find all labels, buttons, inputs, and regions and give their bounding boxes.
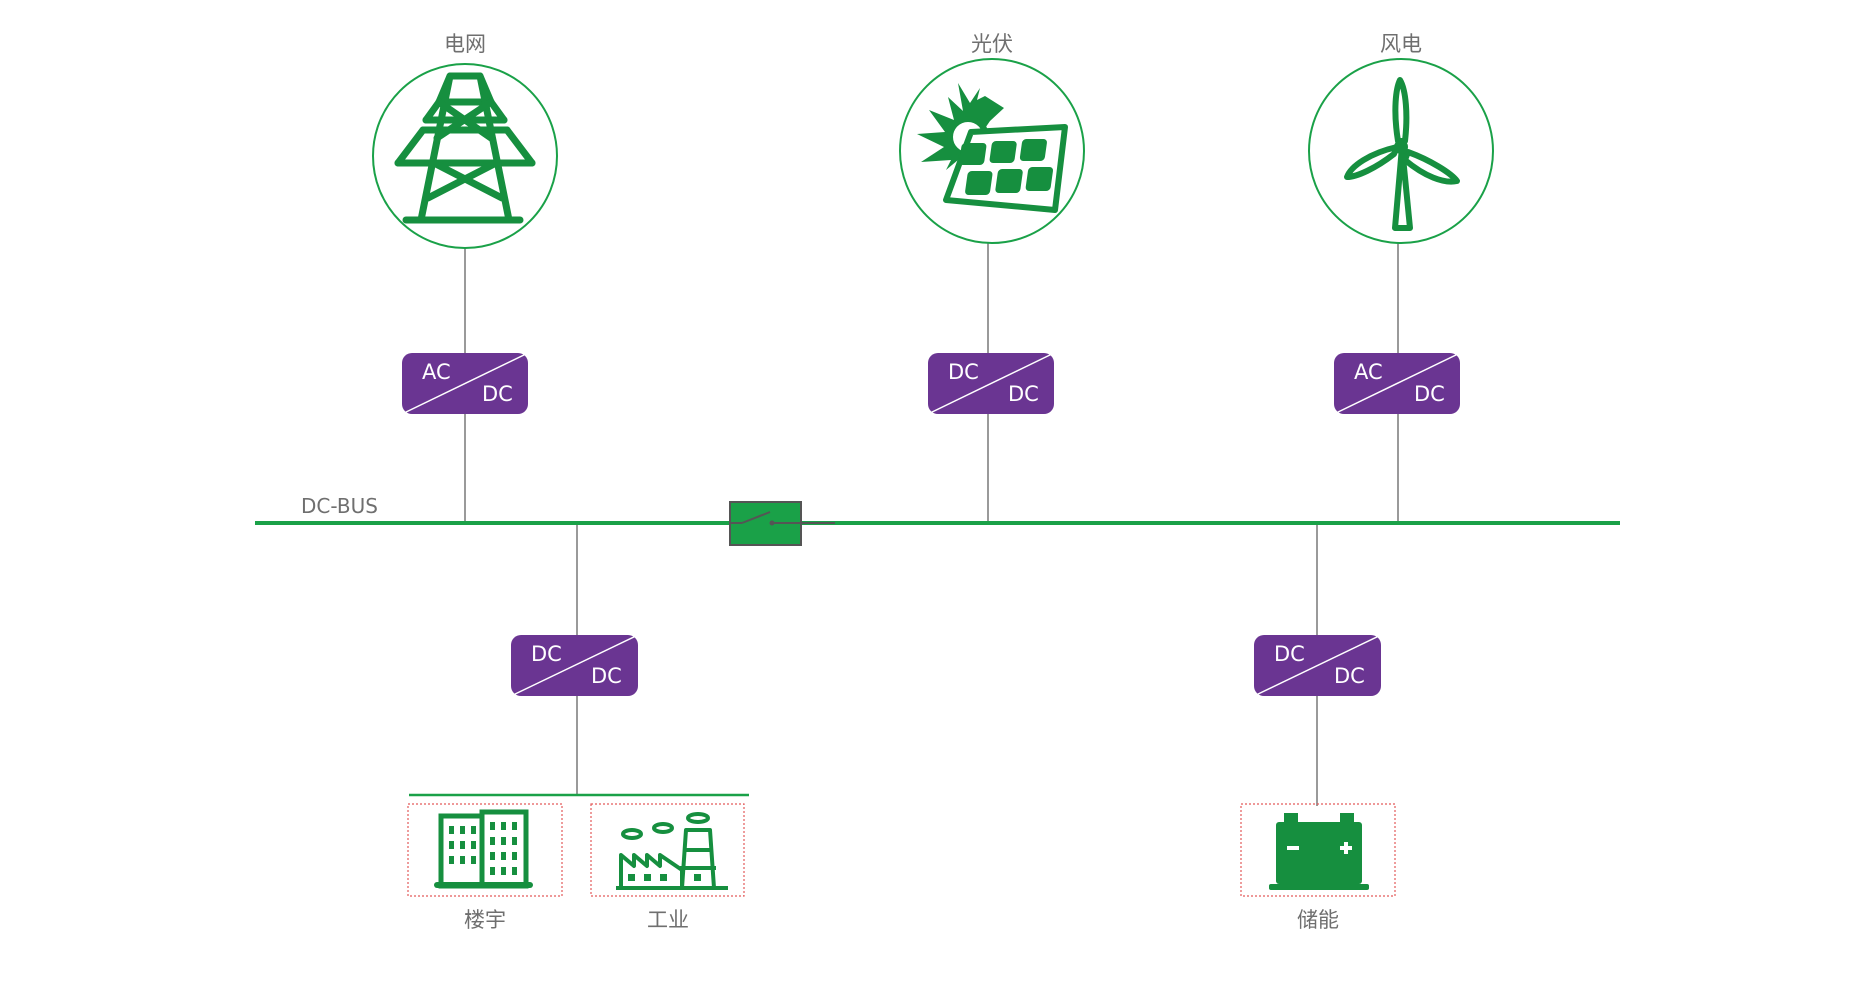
converter-pv-input: DC (948, 360, 979, 384)
solar-panel-icon (917, 83, 1068, 213)
load-label-industry: 工业 (647, 908, 689, 932)
converter-storage (1253, 634, 1382, 697)
converter-storage-output: DC (1334, 664, 1365, 688)
converter-storage-input: DC (1274, 642, 1305, 666)
converter-wind-output: DC (1414, 382, 1445, 406)
source-label-grid: 电网 (444, 32, 486, 56)
source-circle-grid (372, 63, 558, 249)
converter-grid-input: AC (422, 360, 451, 384)
converter-wind-input: AC (1354, 360, 1383, 384)
breaker-switch-icon (729, 501, 835, 546)
building-icon (434, 809, 533, 889)
factory-icon (616, 812, 728, 890)
converter-loads (510, 634, 639, 697)
transmission-tower-icon (394, 72, 536, 224)
source-label-wind: 风电 (1380, 32, 1422, 56)
converter-wind (1333, 352, 1461, 415)
converter-loads-output: DC (591, 664, 622, 688)
load-label-storage: 储能 (1297, 908, 1339, 932)
converter-loads-input: DC (531, 642, 562, 666)
battery-icon (1269, 813, 1369, 890)
converter-grid-output: DC (482, 382, 513, 406)
dc-bus-label: DC-BUS (301, 494, 378, 518)
load-box-building (407, 803, 563, 897)
wind-turbine-icon (1344, 77, 1460, 231)
load-label-building: 楼宇 (464, 908, 506, 932)
converter-pv-output: DC (1008, 382, 1039, 406)
load-box-industry (590, 803, 745, 897)
converter-grid (401, 352, 529, 415)
converter-pv (927, 352, 1055, 415)
load-box-storage (1240, 803, 1396, 897)
source-label-pv: 光伏 (971, 32, 1013, 56)
